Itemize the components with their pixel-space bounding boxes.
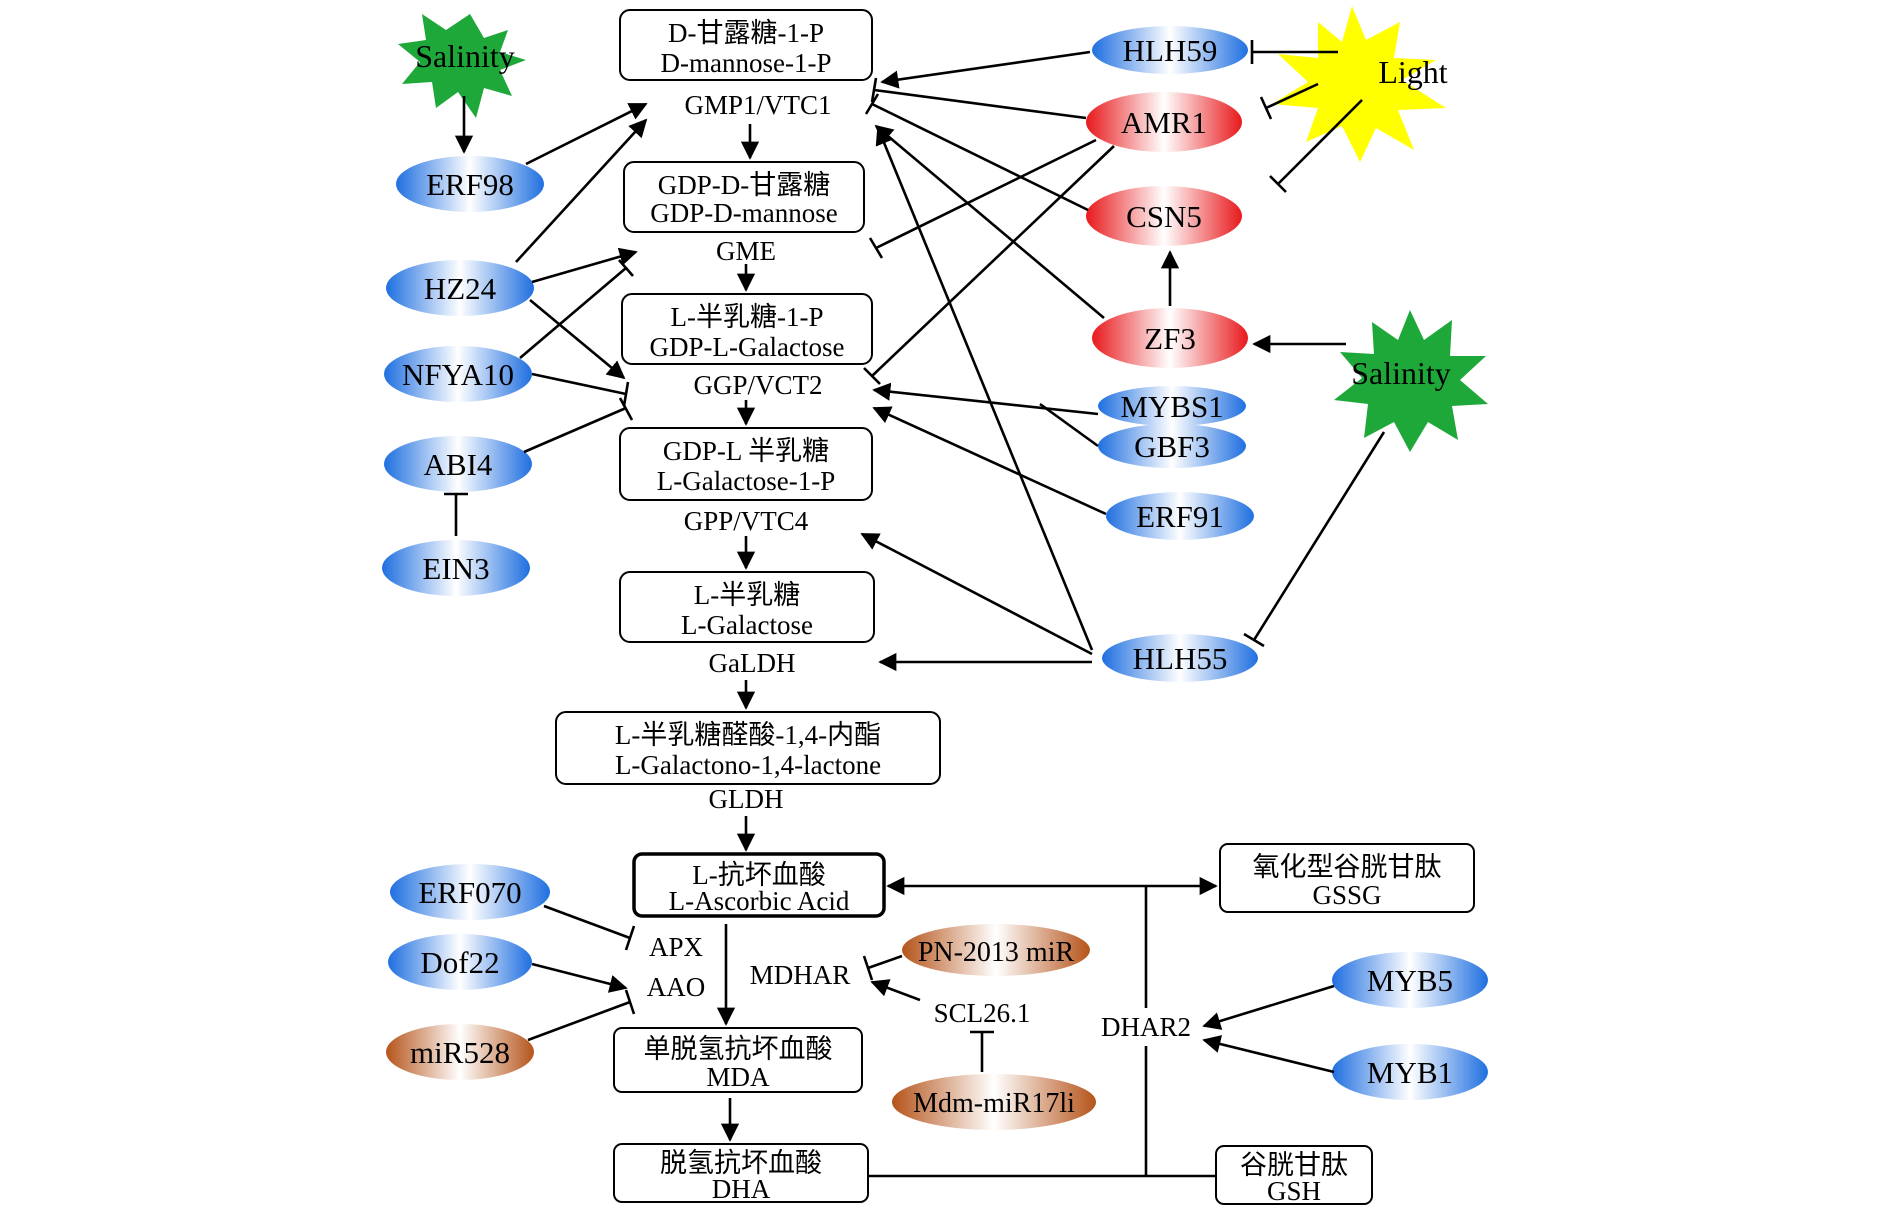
regulator-ein3: EIN3 xyxy=(382,540,530,596)
metabolite-en: L-Ascorbic Acid xyxy=(669,886,850,916)
metabolite-en: L-Galactose xyxy=(681,610,813,640)
svg-text:ERF91: ERF91 xyxy=(1136,499,1224,534)
metabolite-zh: L-半乳糖-1-P xyxy=(671,302,824,332)
regulator-nfya10: NFYA10 xyxy=(384,346,532,402)
svg-text:HLH55: HLH55 xyxy=(1133,641,1228,676)
metabolite-box: L-半乳糖-1-P GDP-L-Galactose xyxy=(621,293,873,365)
metabolite-en: L-Galactono-1,4-lactone xyxy=(615,750,881,780)
svg-text:PN-2013 miR: PN-2013 miR xyxy=(918,937,1075,968)
regulator-gbf3: GBF3 xyxy=(1098,424,1246,468)
metabolite-zh: 单脱氢抗坏血酸 xyxy=(644,1034,833,1064)
regulator-abi4: ABI4 xyxy=(384,436,532,492)
signal-salinity-right: Salinity xyxy=(1334,310,1488,452)
regulator-erf98: ERF98 xyxy=(396,156,544,212)
metabolite-box: 单脱氢抗坏血酸 MDA xyxy=(613,1027,863,1093)
svg-text:NFYA10: NFYA10 xyxy=(402,357,514,392)
svg-text:ERF98: ERF98 xyxy=(426,167,514,202)
svg-text:Mdm-miR17li: Mdm-miR17li xyxy=(913,1088,1075,1119)
metabolite-zh: 脱氢抗坏血酸 xyxy=(660,1148,822,1178)
metabolite-box: GDP-L 半乳糖 L-Galactose-1-P xyxy=(619,427,873,501)
regulator-myb5: MYB5 xyxy=(1332,952,1488,1008)
svg-text:ERF070: ERF070 xyxy=(418,875,521,910)
metabolite-box: 谷胱甘肽 GSH xyxy=(1215,1145,1373,1205)
metabolite-zh: 氧化型谷胱甘肽 xyxy=(1253,852,1442,882)
metabolite-en: GSH xyxy=(1267,1176,1321,1205)
metabolite-zh: D-甘露糖-1-P xyxy=(668,18,824,48)
enzyme-label: DHAR2 xyxy=(1101,1012,1191,1042)
regulator-amr1: AMR1 xyxy=(1086,92,1242,152)
metabolite-zh: L-抗坏血酸 xyxy=(692,860,825,890)
regulator-csn5: CSN5 xyxy=(1086,186,1242,246)
svg-text:MYBS1: MYBS1 xyxy=(1120,389,1223,424)
enzyme-label: MDHAR xyxy=(750,960,851,990)
metabolite-zh: 谷胱甘肽 xyxy=(1240,1150,1348,1180)
light-star-icon xyxy=(1272,6,1446,162)
enzyme-label: GGP/VCT2 xyxy=(693,370,822,400)
svg-text:CSN5: CSN5 xyxy=(1126,199,1202,234)
enzyme-label: GME xyxy=(716,236,776,266)
svg-text:HZ24: HZ24 xyxy=(424,271,497,306)
metabolite-en: L-Galactose-1-P xyxy=(657,466,835,496)
metabolite-box: 脱氢抗坏血酸 DHA xyxy=(613,1143,869,1204)
regulator-dof22: Dof22 xyxy=(388,934,532,990)
signal-salinity-top: Salinity xyxy=(398,14,526,118)
metabolite-box: L-半乳糖 L-Galactose xyxy=(619,571,875,643)
regulator-mdm-mir17li: Mdm-miR17li xyxy=(892,1074,1096,1130)
pathway-arrows xyxy=(454,96,760,1142)
enzyme-label: GaLDH xyxy=(709,648,796,678)
enzyme-label: AAO xyxy=(647,972,706,1002)
enzyme-label: SCL26.1 xyxy=(934,998,1031,1028)
regulator-pn-2013-mir: PN-2013 miR xyxy=(902,924,1090,976)
svg-text:miR528: miR528 xyxy=(410,1035,510,1070)
enzyme-label: GMP1/VTC1 xyxy=(684,90,831,120)
metabolite-zh: GDP-L 半乳糖 xyxy=(663,436,829,466)
regulator-erf91: ERF91 xyxy=(1106,492,1254,540)
svg-text:MYB5: MYB5 xyxy=(1367,963,1453,998)
metabolite-en: DHA xyxy=(712,1174,771,1204)
regulator-hlh59: HLH59 xyxy=(1092,26,1248,74)
metabolite-zh: L-半乳糖 xyxy=(694,580,800,610)
metabolite-zh: L-半乳糖醛酸-1,4-内酯 xyxy=(615,720,881,750)
svg-text:HLH59: HLH59 xyxy=(1123,33,1218,68)
svg-text:ABI4: ABI4 xyxy=(424,447,493,482)
enzyme-label: GPP/VTC4 xyxy=(684,506,809,536)
svg-text:ZF3: ZF3 xyxy=(1144,321,1196,356)
metabolite-box: D-甘露糖-1-P D-mannose-1-P xyxy=(619,9,873,81)
regulator-erf070: ERF070 xyxy=(390,864,550,920)
metabolite-box: GDP-D-甘露糖 GDP-D-mannose xyxy=(623,161,865,233)
regulator-hz24: HZ24 xyxy=(386,260,534,316)
metabolite-en: D-mannose-1-P xyxy=(661,48,832,78)
metabolite-box: 氧化型谷胱甘肽 GSSG xyxy=(1219,843,1475,913)
signal-light: Light xyxy=(1272,6,1448,162)
metabolite-en: GDP-L-Galactose xyxy=(650,332,845,362)
signal-label: Salinity xyxy=(1351,355,1451,391)
regulator-myb1: MYB1 xyxy=(1332,1044,1488,1100)
regulator-mybs1: MYBS1 xyxy=(1098,386,1246,426)
metabolite-en: GSSG xyxy=(1312,880,1381,910)
svg-text:EIN3: EIN3 xyxy=(422,551,489,586)
signal-label: Light xyxy=(1378,54,1447,90)
svg-text:MYB1: MYB1 xyxy=(1367,1055,1453,1090)
regulator-hlh55: HLH55 xyxy=(1102,634,1258,682)
salinity-star-icon xyxy=(398,14,526,118)
enzyme-label: GLDH xyxy=(709,784,784,814)
enzyme-label: APX xyxy=(649,932,704,962)
svg-text:Dof22: Dof22 xyxy=(420,945,499,980)
metabolite-box: L-半乳糖醛酸-1,4-内酯 L-Galactono-1,4-lactone xyxy=(555,711,941,785)
signal-label: Salinity xyxy=(415,38,515,74)
svg-text:GBF3: GBF3 xyxy=(1134,429,1210,464)
svg-text:AMR1: AMR1 xyxy=(1121,105,1207,140)
salinity-star-icon xyxy=(1334,310,1488,452)
metabolite-zh: GDP-D-甘露糖 xyxy=(658,170,831,200)
regulator-zf3: ZF3 xyxy=(1092,308,1248,368)
regulator-mir528: miR528 xyxy=(386,1024,534,1080)
metabolite-box-ascorbic-acid: L-抗坏血酸 L-Ascorbic Acid xyxy=(632,852,886,918)
regulatory-edges xyxy=(444,40,1386,1178)
metabolite-en: MDA xyxy=(706,1062,770,1092)
metabolite-en: GDP-D-mannose xyxy=(650,198,837,228)
